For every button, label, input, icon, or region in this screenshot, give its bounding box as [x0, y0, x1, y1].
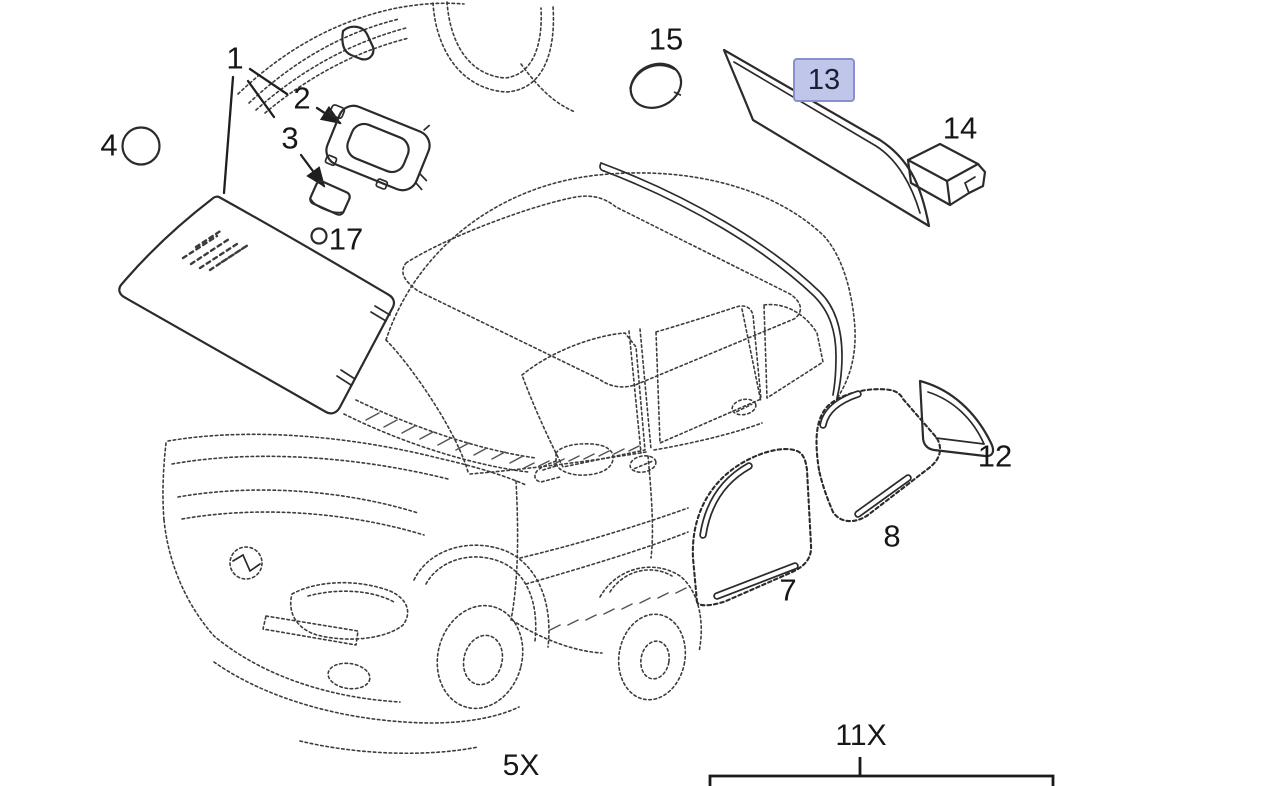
quantity-note-5x: 5X — [502, 749, 540, 782]
rear-window-glass-part-13 — [722, 48, 931, 228]
callout-8[interactable]: 8 — [883, 518, 901, 554]
windshield-glass-part-1 — [118, 195, 396, 415]
rear-door-glass-part-8 — [815, 388, 942, 523]
background-car-fragment — [237, 1, 576, 114]
quarter-glass-part-12 — [918, 379, 995, 458]
ring-part-4 — [121, 126, 161, 166]
callout-4[interactable]: 4 — [100, 127, 118, 163]
callout-12[interactable]: 12 — [977, 438, 1013, 474]
callout-13-highlighted[interactable]: 13 — [793, 58, 855, 102]
callout-15[interactable]: 15 — [648, 21, 684, 57]
callout-7[interactable]: 7 — [779, 572, 797, 608]
front-door-glass-part-7 — [691, 448, 813, 607]
mirror-bracket-part-2 — [324, 104, 431, 192]
roof-molding-strip — [599, 162, 843, 399]
callout-2[interactable]: 2 — [293, 80, 311, 116]
callout-17[interactable]: 17 — [328, 221, 364, 257]
spacer-part-17 — [310, 227, 328, 245]
main-car-illustration — [162, 172, 856, 755]
cover-cap-part-15 — [629, 62, 683, 109]
block-part-14 — [906, 142, 987, 207]
callout-3[interactable]: 3 — [281, 120, 299, 156]
quantity-note-11x: 11X — [835, 719, 887, 752]
callout-1[interactable]: 1 — [226, 40, 244, 76]
mount-pad-part-3 — [309, 180, 351, 216]
callout-14[interactable]: 14 — [942, 110, 978, 146]
group-bracket-11x — [708, 757, 1055, 786]
